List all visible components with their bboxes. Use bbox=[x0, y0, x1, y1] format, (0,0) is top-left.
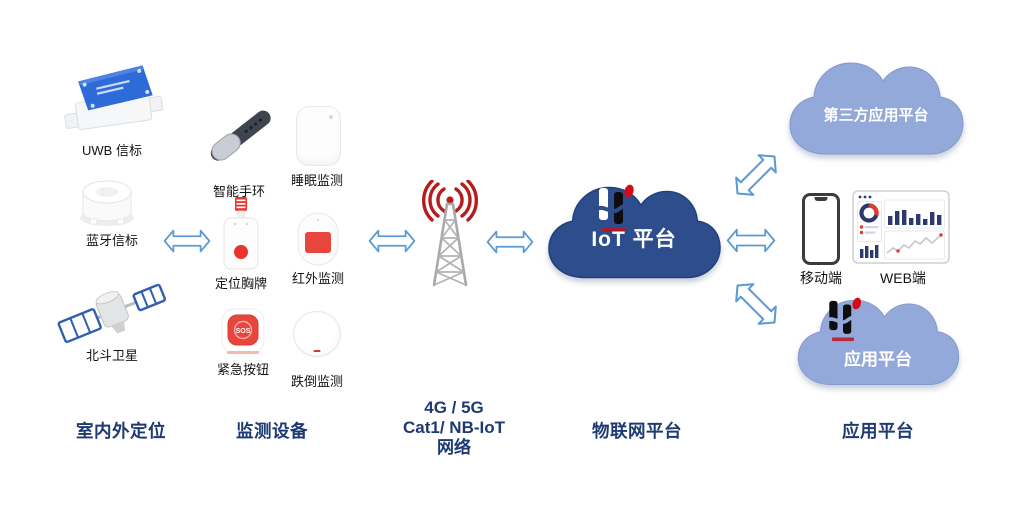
mobile-phone-icon bbox=[802, 193, 840, 265]
sos-button-text: SOS bbox=[236, 328, 251, 335]
iot-cloud-label: IoT 平台 bbox=[591, 228, 677, 251]
brand-logo-icon bbox=[593, 184, 636, 232]
third-party-cloud-label: 第三方应用平台 bbox=[823, 107, 929, 124]
brand-logo-icon bbox=[824, 297, 864, 342]
uwb-beacon-icon bbox=[64, 65, 164, 131]
arrow-iot-terminals bbox=[726, 228, 776, 253]
mobile-label: 移动端 bbox=[800, 270, 842, 286]
network-caption: 4G / 5G Cat1/ NB-IoT 网络 bbox=[384, 398, 524, 458]
network-caption-line3: 网络 bbox=[437, 438, 471, 457]
network-caption-line1: 4G / 5G bbox=[424, 398, 484, 417]
fall-monitor-label: 跌倒监测 bbox=[290, 374, 343, 389]
app-caption: 应用平台 bbox=[842, 421, 914, 441]
positioning-caption: 室内外定位 bbox=[76, 421, 166, 441]
iot-caption: 物联网平台 bbox=[592, 421, 682, 441]
iot-cloud-shape bbox=[548, 186, 721, 279]
infrared-monitor-icon bbox=[297, 212, 339, 266]
beidou-satellite-icon bbox=[57, 283, 167, 344]
sleep-monitor-label: 睡眠监测 bbox=[290, 173, 343, 188]
third-party-cloud: 第三方应用平台 bbox=[786, 52, 966, 164]
bluetooth-beacon-icon bbox=[80, 180, 134, 226]
app-cloud-label: 应用平台 bbox=[844, 350, 912, 369]
arrow-iot-appcloud bbox=[719, 270, 793, 338]
smart-band-label: 智能手环 bbox=[212, 184, 265, 199]
web-dashboard-icon bbox=[852, 190, 950, 264]
arrow-iot-thirdparty bbox=[719, 141, 793, 209]
network-caption-line2: Cat1/ NB-IoT bbox=[403, 418, 505, 437]
iot-cloud: IoT 平台 bbox=[545, 175, 723, 289]
uwb-beacon-label: UWB 信标 bbox=[82, 143, 142, 158]
badge-label: 定位胸牌 bbox=[214, 276, 267, 291]
sleep-monitor-icon bbox=[296, 106, 341, 166]
infrared-monitor-label: 红外监测 bbox=[291, 271, 344, 286]
sos-button-label: 紧急按钮 bbox=[216, 362, 269, 377]
app-cloud: 应用平台 bbox=[792, 290, 964, 394]
fall-monitor-icon bbox=[293, 311, 341, 357]
badge-icon bbox=[223, 197, 259, 270]
third-party-cloud-shape bbox=[789, 62, 964, 155]
bluetooth-beacon-label: 蓝牙信标 bbox=[85, 233, 138, 248]
web-label: WEB端 bbox=[880, 270, 926, 286]
beidou-satellite-label: 北斗卫星 bbox=[85, 348, 138, 363]
monitoring-caption: 监测设备 bbox=[236, 421, 308, 441]
cell-tower-icon bbox=[422, 180, 478, 287]
arrow-positioning-monitoring bbox=[163, 229, 211, 253]
app-cloud-shape bbox=[797, 299, 960, 386]
arrow-network-iot bbox=[486, 230, 534, 254]
arrow-monitoring-network bbox=[368, 229, 416, 253]
sos-button-icon: SOS bbox=[221, 308, 265, 354]
smart-band-icon bbox=[210, 110, 271, 161]
